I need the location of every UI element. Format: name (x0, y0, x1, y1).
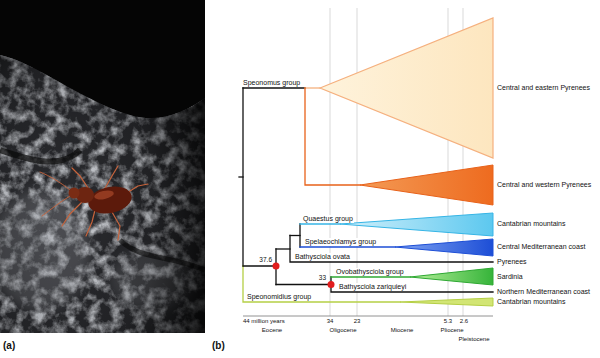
group-name: Speonomus group (242, 79, 301, 87)
clade-triangle (395, 239, 493, 256)
rock-texture (0, 0, 205, 333)
epoch-name: Eocene (262, 327, 282, 334)
beetle-abdomen (86, 183, 134, 218)
axis-tick: 5.3 (444, 318, 452, 325)
rock (0, 0, 205, 333)
beetle-leg (72, 168, 88, 188)
node-dot (328, 281, 335, 288)
figure-part (40, 166, 148, 240)
panel-letter: (a) (3, 340, 15, 351)
branch (305, 87, 320, 88)
branch (300, 246, 395, 247)
clade-triangle (360, 165, 493, 205)
rock-base (0, 0, 205, 333)
time-axis (243, 316, 493, 317)
branch (299, 224, 300, 247)
axis-tick: 23 (354, 318, 361, 325)
branch (243, 265, 276, 266)
beetle (40, 166, 148, 240)
epoch-name: Pleistocene (458, 336, 489, 343)
group-name: Speonomidius group (246, 293, 312, 301)
branch (305, 88, 360, 185)
region-name: Northern Mediterranean coast (497, 288, 590, 296)
tree-branches (239, 88, 493, 302)
region-name: Central Mediterranean coast (497, 243, 585, 251)
axis-label: 44 million years (243, 318, 285, 325)
epoch-name: Oligocene (329, 327, 356, 334)
photo-ground (0, 0, 205, 333)
branch (276, 284, 331, 285)
branch (300, 223, 340, 224)
region-name: Cantabrian mountains (497, 220, 566, 228)
axis-tick: 34 (327, 318, 334, 325)
node-age: 33 (318, 274, 327, 282)
beetle-photo (0, 0, 205, 333)
node-age: 37.6 (259, 256, 272, 264)
region-name: Sardinia (497, 273, 523, 281)
beetle-antenna (40, 172, 70, 190)
beetle-leg (104, 166, 118, 190)
region-name: Cantabrian mountains (497, 298, 566, 306)
region-name: Pyrenees (497, 258, 527, 266)
branch (242, 88, 243, 266)
epoch-name: Pliocene (440, 327, 463, 334)
region-name: Central and eastern Pyrenees (497, 84, 590, 92)
beetle-leg (62, 200, 84, 226)
grid-line (330, 8, 331, 316)
branch (290, 235, 300, 236)
clade-triangle (320, 18, 493, 158)
branch (331, 277, 493, 292)
rock-shade (0, 0, 205, 333)
axis-tick: 2.6 (460, 318, 468, 325)
branch (290, 236, 493, 263)
node-dot (273, 263, 280, 270)
beetle-leg (112, 212, 120, 240)
beetle-head (69, 188, 80, 199)
panel-letter: (b) (212, 340, 225, 351)
clade-triangle (340, 213, 493, 236)
branch (331, 276, 410, 277)
species-name: Bathysciola zariquieyi (338, 283, 407, 291)
group-name: Ovobathysciola group (335, 268, 405, 276)
group-name: Spelaeochlamys group (304, 238, 377, 246)
epoch-name: Miocene (391, 327, 414, 334)
species-name: Bathysciola ovata (294, 253, 351, 261)
clade-triangle (400, 298, 493, 306)
clade-triangle (410, 268, 493, 285)
group-name: Quaestus group (302, 215, 354, 223)
branch (276, 248, 290, 249)
branch (243, 87, 305, 88)
beetle-antenna (42, 196, 70, 216)
region-name: Central and western Pyrenees (497, 181, 591, 189)
beetle-shine (93, 189, 114, 201)
